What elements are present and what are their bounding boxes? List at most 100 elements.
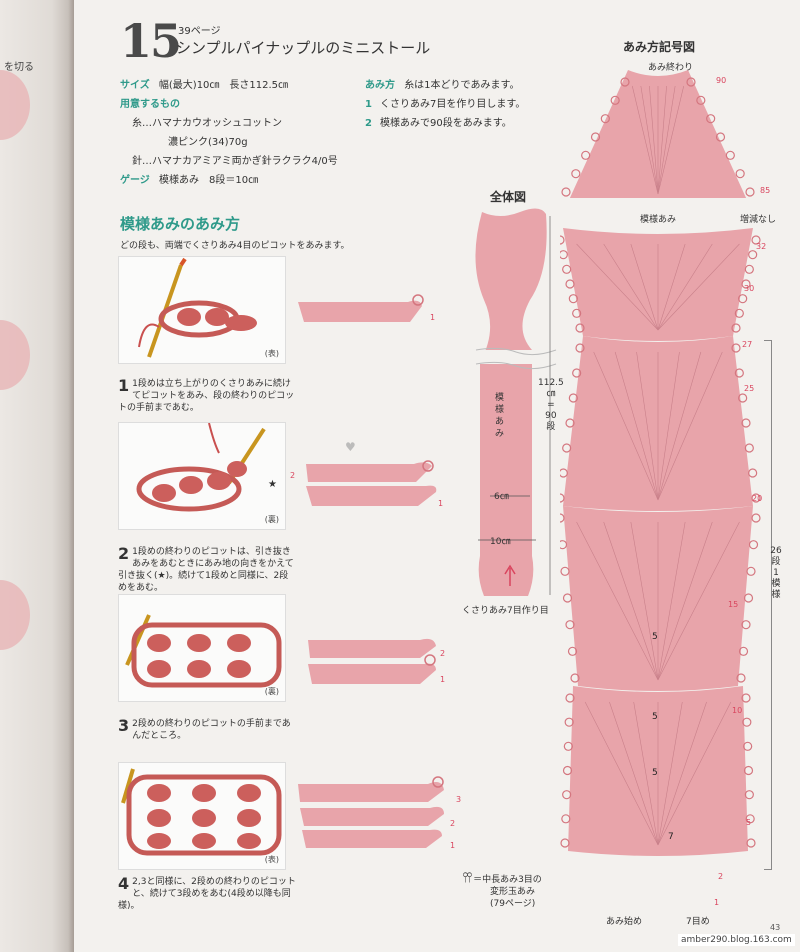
- overall-width-6: 6㎝: [494, 492, 509, 502]
- crochet-swatch-image: [136, 423, 266, 512]
- step2-text-block: 2 1段めの終わりのピコットは、引き抜きあみをあむときにあみ地の向きをかえて引き…: [118, 546, 296, 594]
- step2-row-label-1: 1: [438, 499, 443, 508]
- step4-side-label: (表): [264, 855, 279, 864]
- picot-mark: [565, 279, 575, 289]
- picot-mark: [575, 343, 585, 353]
- picot-mark: [738, 294, 748, 304]
- step1-text: 1段めは立ち上がりのくさりあみに続けてピコットをあみ、段の終わりのピコットの手前…: [118, 379, 295, 413]
- howto-intro-row: あみ方 糸は1本どりであみます。: [365, 76, 525, 95]
- step4-photo: (表): [118, 762, 286, 870]
- project-number: 15: [120, 14, 182, 68]
- picot-mark: [568, 294, 578, 304]
- picot-mark: [600, 114, 610, 124]
- yarn-line2: 濃ピンク(34)70g: [168, 137, 248, 148]
- stitch-line: [630, 243, 659, 331]
- row-number: 27: [742, 340, 753, 349]
- overall-width-10: 10㎝: [490, 537, 511, 547]
- step1-row-diagram: 1: [298, 294, 435, 322]
- overall-length-unit: ㎝: [546, 389, 556, 399]
- step4-row-label-1: 1: [450, 841, 455, 850]
- stitch-line: [657, 521, 740, 681]
- step4-number: 4: [118, 874, 130, 893]
- stitch-line: [633, 701, 659, 846]
- size-label: サイズ: [120, 80, 150, 91]
- chart-pattern-label: 模様あみ: [640, 215, 677, 225]
- row-number: 32: [756, 242, 767, 251]
- picot-mark: [745, 187, 755, 197]
- picot-mark: [735, 169, 745, 179]
- stitch-line: [657, 521, 713, 681]
- step3-row-label-2: 2: [440, 649, 445, 658]
- stitch-chart: [560, 70, 761, 856]
- overall-length: 112.5: [538, 378, 564, 388]
- picot-mark: [743, 593, 754, 603]
- step4-text: 2,3と同様に、2段めの終わりのピコットと、続けて3段めをあむ(4段め以降も同様…: [118, 877, 296, 911]
- picot-mark: [567, 646, 578, 656]
- step1-row-label-1: 1: [430, 313, 435, 322]
- stitch-line: [657, 85, 676, 195]
- footer-url: amber290.blog.163.com: [678, 934, 795, 946]
- picot-mark: [744, 443, 754, 453]
- stitch-line: [657, 701, 732, 846]
- gutter-motif: [0, 320, 30, 390]
- picot-mark: [610, 95, 620, 105]
- book-gutter: を切る: [0, 0, 74, 952]
- picot-mark: [748, 540, 759, 550]
- step4-row-label-2: 2: [450, 819, 455, 828]
- stitch-line: [657, 351, 680, 501]
- picot-mark: [746, 566, 756, 576]
- page-reference: 39ページ: [178, 26, 221, 37]
- step4-text-block: 4 2,3と同様に、2段めの終わりのピコットと、続けて3段めをあむ(4段め以降も…: [118, 876, 296, 912]
- picot-mark: [731, 343, 741, 353]
- picot-mark: [751, 513, 761, 523]
- picot-mark: [562, 443, 572, 453]
- picot-mark: [560, 513, 565, 523]
- step2-photo: (裏): [118, 422, 286, 530]
- row-number: 15: [728, 600, 739, 609]
- step3-row-label-1: 1: [440, 675, 445, 684]
- row-number: 10: [732, 706, 743, 715]
- stitch-line: [576, 243, 659, 331]
- step3-text: 2段めの終わりのピコットの手前まであんだところ。: [132, 719, 291, 741]
- picot-mark: [738, 393, 748, 403]
- specs-block: サイズ 幅(最大)10㎝ 長さ112.5㎝ 用意するもの 糸…ハマナカウオッシュ…: [120, 76, 338, 190]
- stitch-line: [649, 85, 659, 195]
- picot-mark: [734, 308, 744, 318]
- row-number: 30: [744, 284, 755, 293]
- picot-mark: [561, 187, 571, 197]
- star-mark: ★: [268, 479, 277, 490]
- size-value: 幅(最大)10㎝ 長さ112.5㎝: [158, 80, 289, 91]
- size-row: サイズ 幅(最大)10㎝ 長さ112.5㎝: [120, 76, 338, 95]
- bobble-stitch-icon: ⫯⫯: [462, 870, 472, 886]
- picot-mark: [734, 368, 744, 378]
- step4-row-label-3: 3: [456, 795, 461, 804]
- howto-step2-text: 模様あみで90段をあみます。: [379, 118, 512, 129]
- overall-length-label: 112.5 ㎝ = 90 段: [538, 378, 564, 433]
- stitch-line: [631, 85, 659, 195]
- step2-text: 1段めの終わりのピコットは、引き抜きあみをあむときにあみ地の向きをかえて引き抜く…: [118, 547, 294, 593]
- howto-step1-text: くさりあみ7目を作り目します。: [379, 99, 526, 110]
- picot-mark: [572, 368, 582, 378]
- symbol-legend: ⫯⫯ ＝中長あみ3目の 変形玉あみ (79ページ): [462, 870, 542, 910]
- howto-intro: 糸は1本どりであみます。: [404, 80, 520, 91]
- page-number: 43: [770, 923, 781, 932]
- stitch-line: [603, 521, 659, 681]
- stitch-line: [657, 85, 667, 195]
- picot-mark: [575, 323, 585, 333]
- picot-mark: [565, 620, 575, 630]
- picot-mark: [744, 264, 754, 274]
- picot-mark: [741, 418, 751, 428]
- picot-mark: [571, 169, 581, 179]
- step3-number: 3: [118, 716, 130, 735]
- picot-mark: [738, 646, 749, 656]
- picot-mark: [562, 264, 572, 274]
- picot-mark: [715, 132, 726, 142]
- section-title: 模様あみのあみ方: [120, 215, 241, 233]
- materials-label: 用意するもの: [120, 99, 180, 110]
- watermark-logo: ♥: [345, 440, 356, 454]
- crochet-swatch-image: [121, 768, 282, 856]
- picot-mark: [561, 814, 571, 824]
- repeat-count: 26段: [770, 546, 782, 567]
